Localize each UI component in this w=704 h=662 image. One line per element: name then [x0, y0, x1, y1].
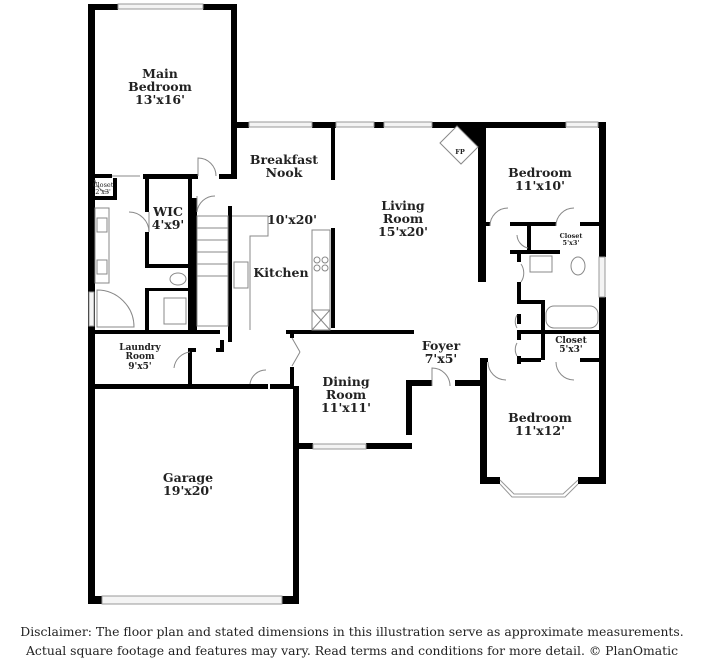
- fireplace: [439, 125, 479, 165]
- room-label-bedroom-3: Bedroom 11'x12': [508, 410, 572, 439]
- room-label-wic: WIC 4'x9': [151, 204, 185, 233]
- windows: [88, 3, 606, 605]
- disclaimer: Disclaimer: The floor plan and stated di…: [0, 622, 704, 660]
- room-label-closet-2: Closet 5'x3': [559, 232, 583, 247]
- disclaimer-line-1: Disclaimer: The floor plan and stated di…: [20, 624, 684, 639]
- room-label-kitchen: Kitchen: [253, 265, 309, 280]
- bay-window: [499, 479, 579, 498]
- fixtures: [94, 207, 599, 331]
- room-label-garage: Garage 19'x20': [162, 470, 214, 499]
- room-label-main-bedroom: Main Bedroom 13'x16': [128, 66, 192, 108]
- floor-plan-drawing: [88, 3, 606, 605]
- room-label-laundry-room: Laundry Room 9'x5': [119, 343, 161, 372]
- room-label-breakfast-nook: Breakfast Nook: [249, 152, 319, 181]
- room-label-fireplace: FP: [455, 148, 465, 156]
- room-label-bedroom-2: Bedroom 11'x10': [508, 165, 572, 194]
- room-label-dining-room: Dining Room 11'x11': [321, 374, 371, 416]
- room-label-foyer: Foyer 7'x5': [421, 338, 461, 367]
- room-label-closet-main: Closet 2'x3': [92, 181, 114, 196]
- room-dims-kitchen: 10'x20': [267, 212, 317, 227]
- room-label-living-room: Living Room 15'x20': [378, 198, 428, 240]
- room-label-closet-3: Closet 5'x3': [555, 336, 587, 356]
- doors: [94, 157, 575, 387]
- disclaimer-line-2: Actual square footage and features may v…: [25, 643, 679, 658]
- interior-walls: [88, 128, 606, 389]
